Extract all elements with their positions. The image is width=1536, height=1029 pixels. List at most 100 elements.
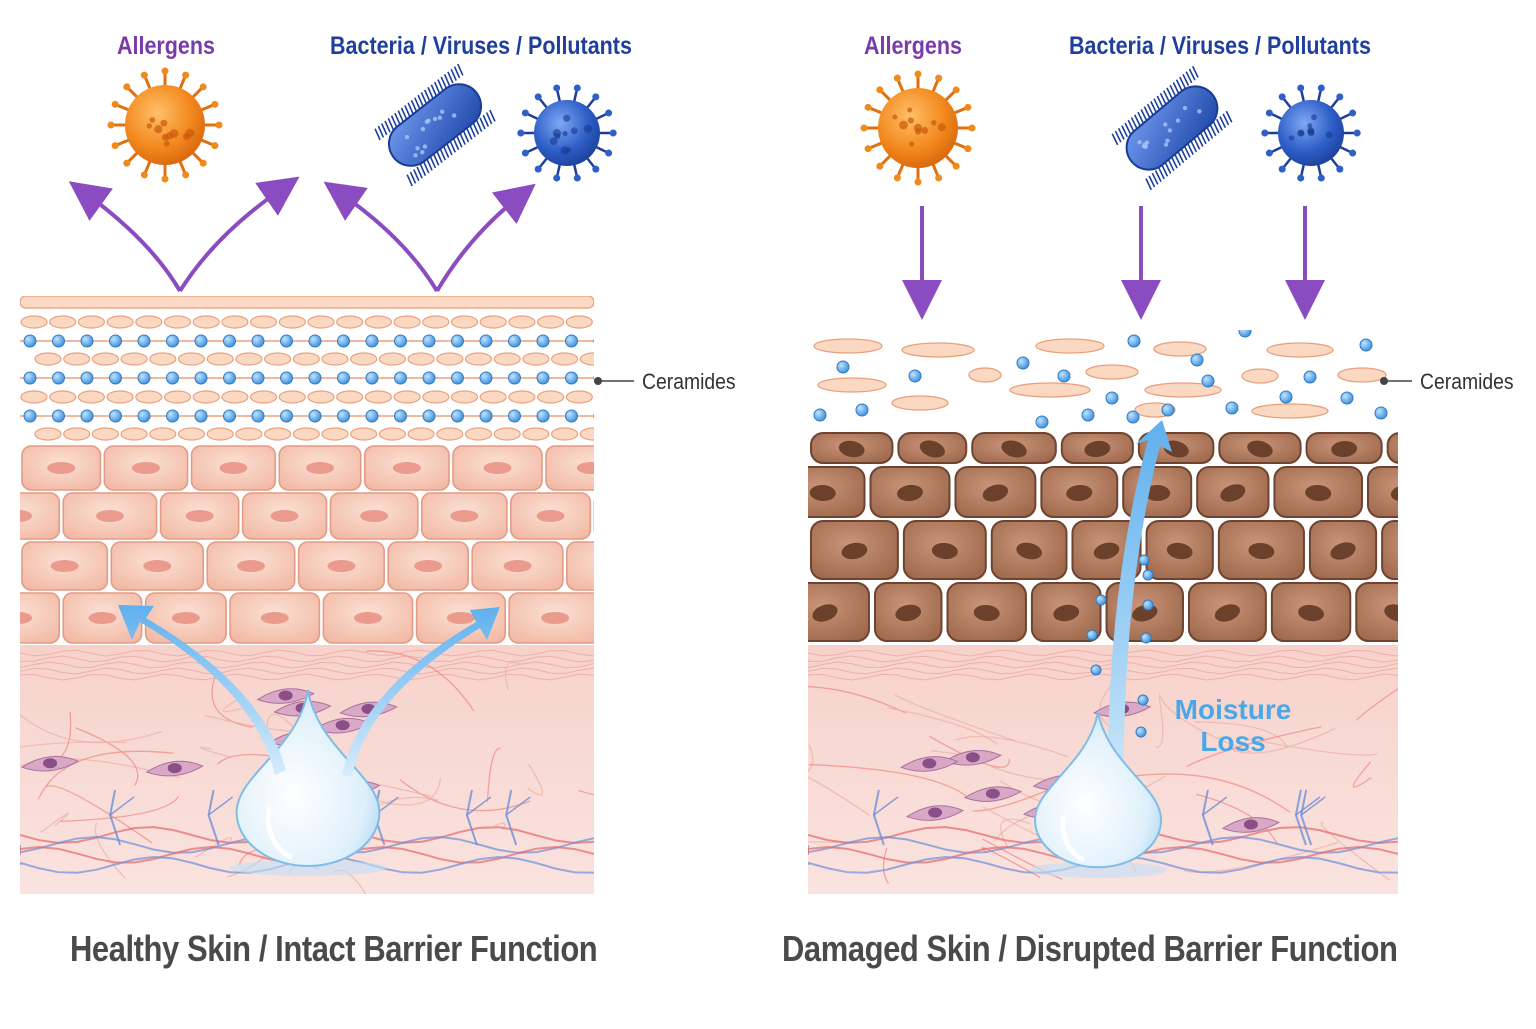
- ceramide-dot: [1201, 374, 1215, 388]
- cell-nucleus: [327, 560, 356, 572]
- corneocyte: [192, 390, 220, 404]
- ceramide-dot: [194, 371, 208, 385]
- cell-nucleus: [809, 484, 836, 502]
- ceramide-dot: [1035, 415, 1049, 429]
- damaged-cell: [1366, 466, 1398, 518]
- ceramide-dot: [908, 369, 922, 383]
- corneocyte-flake: [1144, 382, 1222, 398]
- corneocyte-flake: [891, 395, 949, 411]
- right-allergens-label: Allergens: [864, 32, 962, 60]
- ceramide-dot: [337, 409, 350, 423]
- fibroblast-cell: [943, 750, 1003, 766]
- fibroblast-cell: [900, 756, 959, 772]
- cell-nucleus: [1331, 440, 1358, 458]
- cell-nucleus: [931, 542, 958, 560]
- corneocyte: [106, 315, 134, 329]
- corneocyte: [522, 352, 550, 366]
- corneocyte: [393, 390, 421, 404]
- cell-nucleus: [503, 560, 532, 572]
- deflect-arrow: [68, 181, 182, 293]
- ceramide-dot: [308, 409, 322, 423]
- evaporating-droplet: [1137, 694, 1149, 706]
- bacteria-icon: [374, 63, 496, 187]
- corneocyte-flake: [1337, 367, 1387, 383]
- ceramide-dot: [194, 409, 208, 423]
- corneocyte: [250, 315, 278, 329]
- corneocyte: [350, 352, 378, 366]
- corneocyte: [192, 315, 220, 329]
- ceramide-dot: [23, 371, 37, 385]
- ceramide-dot: [365, 409, 379, 423]
- ceramide-dot: [1303, 370, 1317, 384]
- cell-nucleus: [973, 604, 1000, 622]
- corneocyte: [163, 315, 192, 329]
- right-ceramides-label: Ceramides: [1420, 369, 1514, 394]
- moisture-loss-label: Moisture Loss: [1168, 694, 1298, 758]
- healthy-skin-panel: [20, 63, 634, 894]
- cell-nucleus: [1220, 484, 1246, 502]
- ceramide-dot: [280, 409, 293, 423]
- corneocyte-flake: [1241, 368, 1279, 384]
- corneocyte: [450, 390, 479, 404]
- corneocyte: [106, 390, 134, 404]
- corneocyte: [407, 352, 435, 366]
- ceramide-dot: [813, 408, 827, 422]
- ceramide-dot: [337, 334, 350, 348]
- ceramide-dot: [593, 413, 594, 419]
- cell-nucleus: [1390, 484, 1398, 502]
- ceramide-dot: [1105, 391, 1119, 405]
- corneocyte: [464, 352, 493, 366]
- cell-nucleus: [1001, 440, 1027, 458]
- damaged-cell: [1355, 582, 1398, 642]
- corneocyte: [336, 390, 364, 404]
- cell-nucleus: [812, 604, 838, 622]
- ceramide-dot: [1340, 391, 1354, 405]
- corneocyte: [91, 427, 120, 441]
- corneocyte: [63, 427, 91, 441]
- corneocyte: [464, 427, 493, 441]
- ceramide-dot: [1190, 353, 1204, 367]
- moisture-retained-arrow: [342, 607, 500, 776]
- cell-nucleus: [1093, 542, 1120, 560]
- ceramide-dot: [365, 334, 379, 348]
- epidermal-cell: [20, 592, 61, 644]
- ceramide-dot: [1126, 410, 1140, 424]
- corneocyte: [595, 316, 621, 328]
- ceramide-dot: [166, 334, 179, 348]
- corneocyte: [378, 427, 406, 441]
- ceramide-dot: [52, 334, 65, 348]
- water-drop-icon: [1028, 711, 1168, 878]
- ceramide-dot: [137, 371, 151, 385]
- cell-nucleus: [1084, 440, 1111, 458]
- damaged-skin-panel: [808, 65, 1412, 894]
- cell-nucleus: [392, 462, 421, 474]
- cell-nucleus: [306, 462, 335, 474]
- evaporating-droplet: [1095, 594, 1107, 606]
- corneocyte: [565, 390, 593, 404]
- ceramide-dot: [1374, 406, 1388, 420]
- ceramide-dot: [1225, 401, 1239, 415]
- cell-nucleus: [536, 510, 565, 522]
- corneocyte: [493, 427, 521, 441]
- ceramide-dot: [565, 334, 578, 348]
- evaporating-droplet: [1135, 726, 1147, 738]
- corneocyte: [508, 390, 536, 404]
- corneocyte: [177, 427, 206, 441]
- cell-nucleus: [47, 462, 76, 474]
- deflect-arrow: [323, 181, 439, 293]
- corneocyte: [278, 315, 306, 329]
- corneocyte-flake: [817, 377, 887, 393]
- ceramide-dot: [508, 409, 521, 423]
- corneocyte: [235, 352, 263, 366]
- cell-nucleus: [1247, 440, 1273, 458]
- virus-icon: [1261, 84, 1361, 182]
- ceramides-leader-dot: [594, 377, 602, 385]
- corneocyte: [336, 315, 364, 329]
- ceramide-dot: [394, 409, 407, 423]
- cell-nucleus: [1248, 542, 1275, 560]
- ceramide-dot: [52, 409, 65, 423]
- corneocyte: [292, 352, 320, 366]
- evaporating-droplet: [1138, 554, 1150, 566]
- cell-nucleus: [143, 560, 172, 572]
